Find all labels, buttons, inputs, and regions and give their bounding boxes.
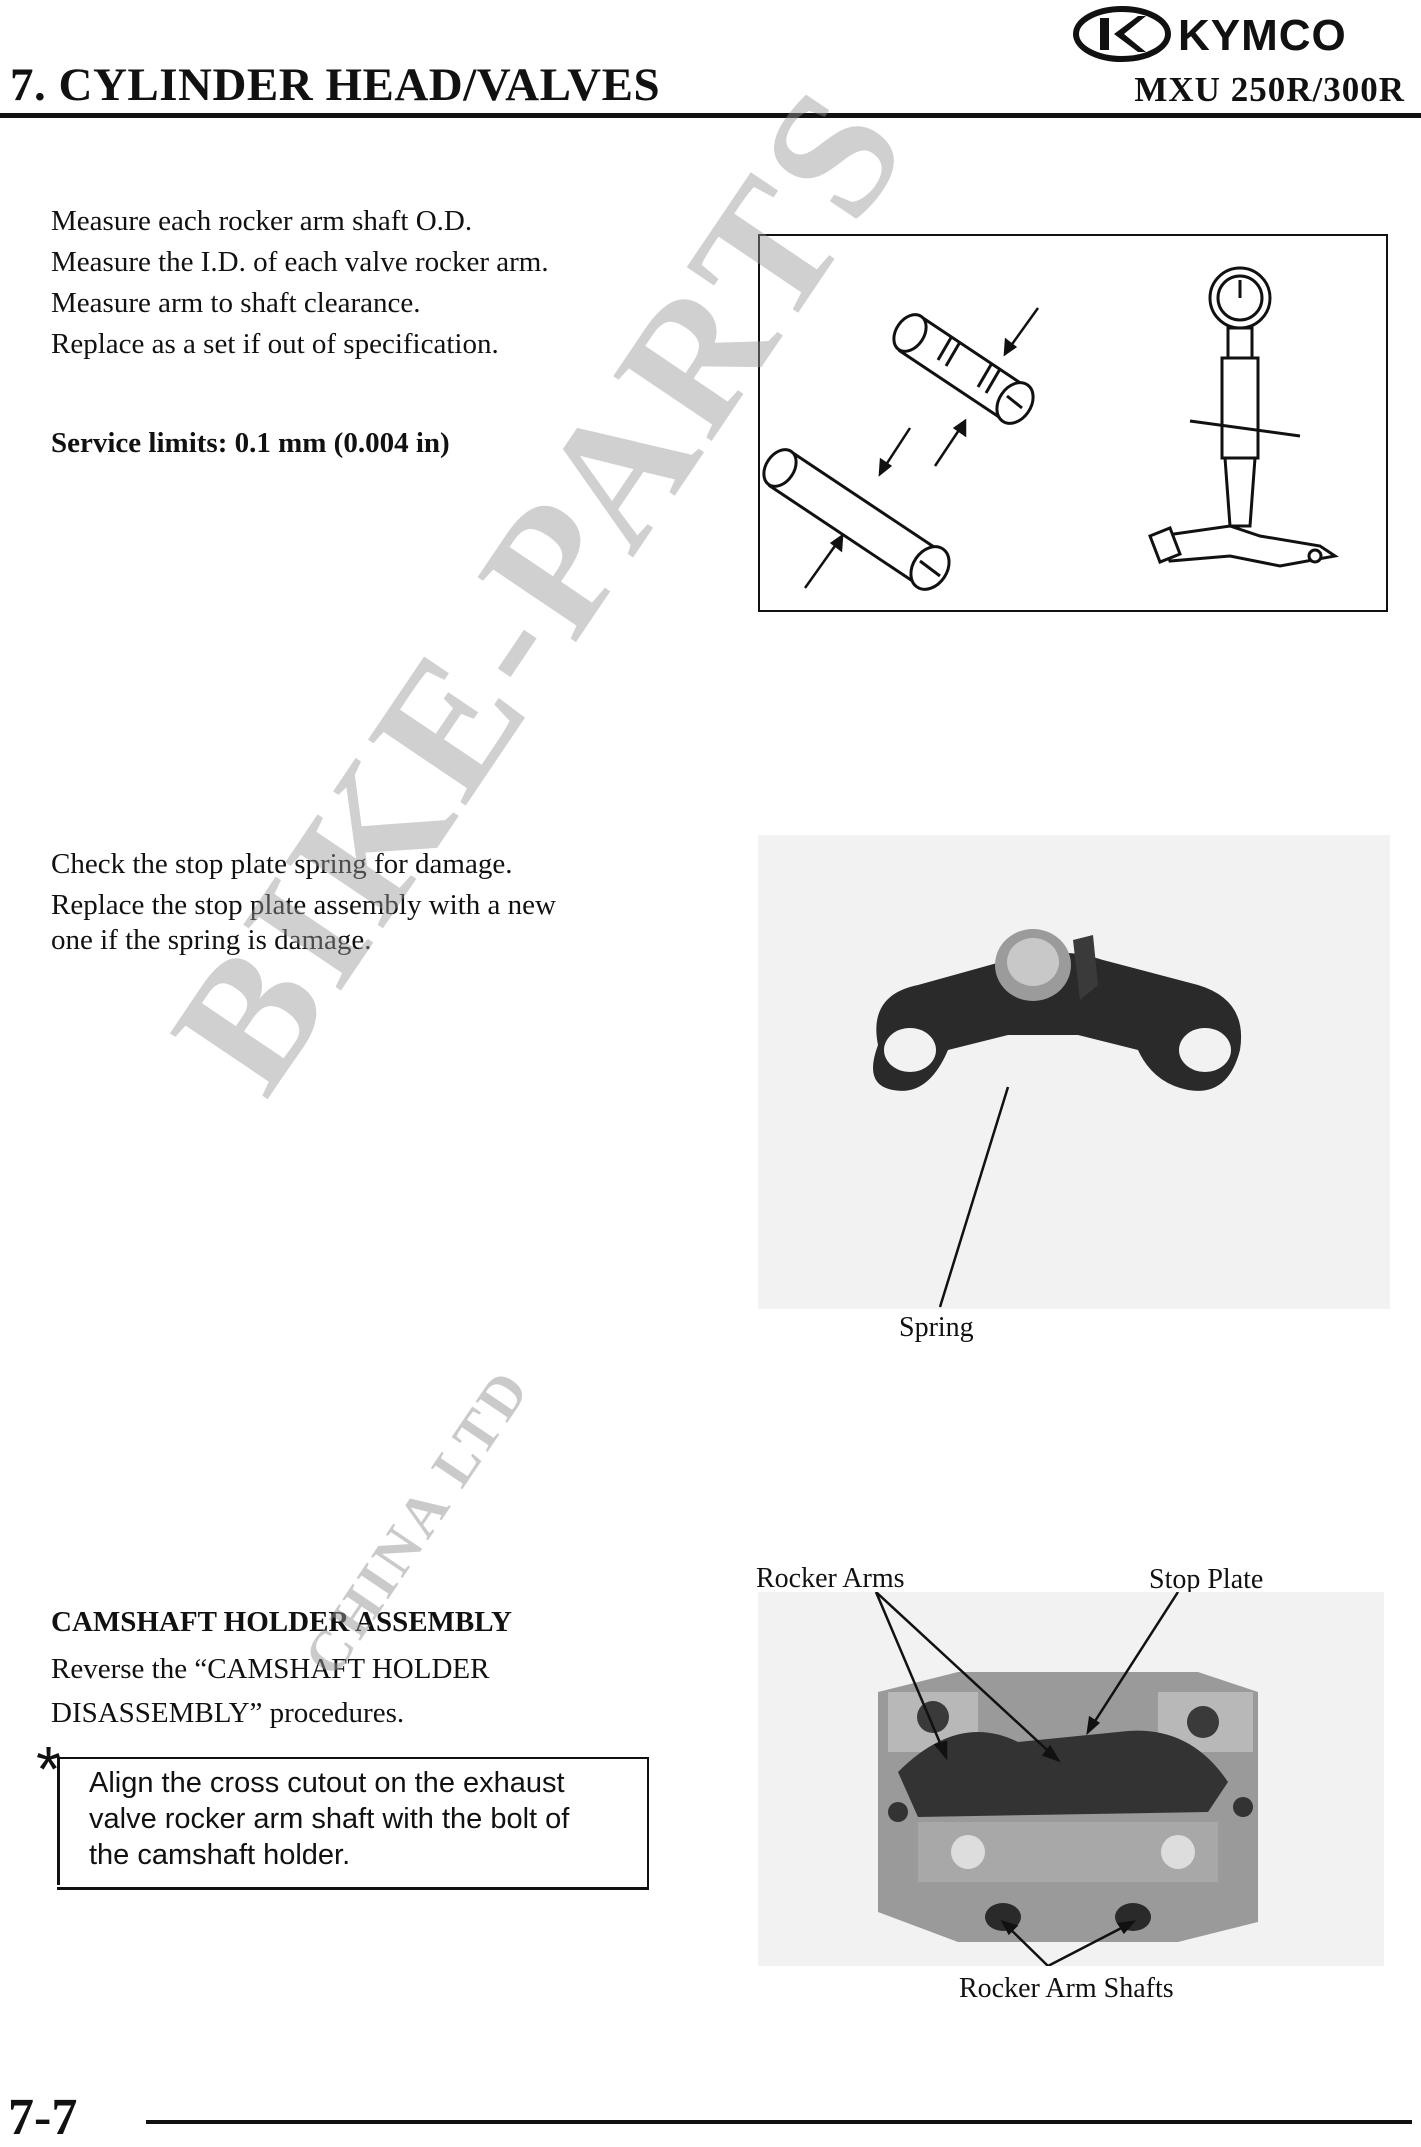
camshaft-holder-instructions: Reverse the “CAMSHAFT HOLDER DISASSEMBLY… — [51, 1647, 489, 1735]
rocker-shaft-instructions: Measure each rocker arm shaft O.D. Measu… — [51, 201, 549, 365]
spring-label: Spring — [899, 1312, 974, 1343]
model-name: MXU 250R/300R — [1134, 70, 1405, 109]
stop-plate-shape — [873, 929, 1242, 1091]
stop-plate-instructions: Check the stop plate spring for damage. … — [51, 847, 556, 958]
camshaft-holder-heading: CAMSHAFT HOLDER ASSEMBLY — [51, 1606, 512, 1638]
stop-plate-photo — [758, 835, 1390, 1309]
note-text: Align the cross cutout on the exhaust va… — [89, 1765, 639, 1873]
note-asterisk: * — [36, 1733, 61, 1805]
header-rule — [0, 113, 1421, 118]
instruction-line: one if the spring is damage. — [51, 924, 372, 956]
rocker-arm-shaft-upper — [892, 313, 1035, 425]
callout-lines — [874, 1592, 1180, 1966]
bore-gauge — [1148, 266, 1339, 568]
rocker-arms-label: Rocker Arms — [756, 1563, 905, 1594]
note-box-side — [57, 1757, 60, 1885]
note-line: the camshaft holder. — [89, 1839, 351, 1871]
service-limits: Service limits: 0.1 mm (0.004 in) — [51, 427, 450, 459]
instruction-line: Measure each rocker arm shaft O.D. — [51, 205, 473, 237]
footer-rule — [146, 2120, 1412, 2124]
instruction-line: DISASSEMBLY” procedures. — [51, 1697, 405, 1729]
kymco-logo: KYMCO — [1073, 6, 1347, 62]
note-box — [57, 1757, 649, 1890]
stop-plate-label: Stop Plate — [1149, 1564, 1264, 1595]
section-title: 7. CYLINDER HEAD/VALVES — [10, 59, 661, 111]
camshaft-holder-photo — [758, 1592, 1384, 1966]
instruction-line: Measure arm to shaft clearance. — [51, 287, 421, 319]
measurement-arrows — [803, 307, 1040, 589]
page-number: 7-7 — [8, 2089, 78, 2146]
rocker-arm-shafts-label: Rocker Arm Shafts — [959, 1973, 1174, 2004]
instruction-line: Replace as a set if out of specification… — [51, 328, 499, 360]
brand-name: KYMCO — [1178, 11, 1347, 60]
camshaft-holder-shape — [878, 1672, 1258, 1942]
instruction-line: Replace the stop plate assembly with a n… — [51, 889, 556, 921]
rocker-arm-shaft-lower — [762, 448, 951, 591]
note-line: Align the cross cutout on the exhaust — [89, 1767, 565, 1799]
note-line: valve rocker arm shaft with the bolt of — [89, 1803, 570, 1835]
shaft-measurement-figure — [758, 234, 1388, 612]
instruction-line: Reverse the “CAMSHAFT HOLDER — [51, 1653, 490, 1685]
instruction-line: Check the stop plate spring for damage. — [51, 848, 513, 880]
instruction-line: Measure the I.D. of each valve rocker ar… — [51, 246, 549, 278]
